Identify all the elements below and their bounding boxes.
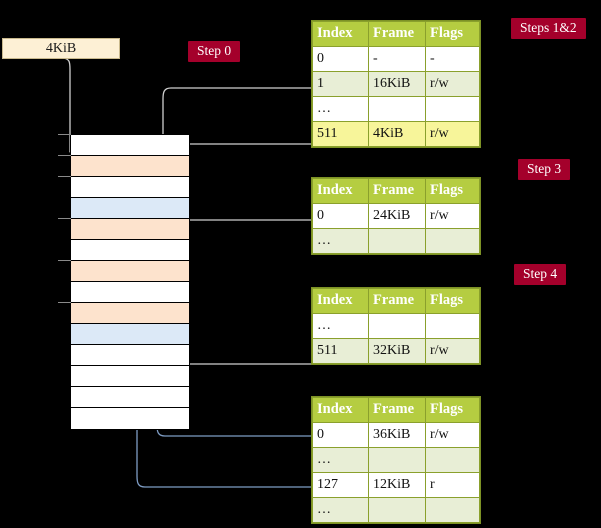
cell-flags — [425, 447, 480, 473]
column-header-index: Index — [312, 288, 369, 314]
cell-flags: r/w — [425, 203, 480, 229]
cell-flags: - — [425, 46, 480, 72]
cell-flags: r/w — [425, 338, 480, 364]
cell-index: … — [312, 96, 369, 122]
step-badge-1-and-2: Steps 1&2 — [511, 18, 586, 39]
cell-frame: 24KiB — [368, 203, 426, 229]
memory-frame-row — [71, 324, 189, 345]
cell-index: … — [312, 447, 369, 473]
memory-frame-row — [71, 282, 189, 303]
column-header-frame: Frame — [368, 397, 426, 423]
cell-index: 511 — [312, 121, 369, 147]
cell-flags — [425, 313, 480, 339]
memory-tick — [58, 155, 71, 156]
cell-frame: 36KiB — [368, 422, 426, 448]
cell-index: 0 — [312, 203, 369, 229]
cell-index: 127 — [312, 472, 369, 498]
cell-frame — [368, 313, 426, 339]
cell-index: … — [312, 313, 369, 339]
step-badge-0: Step 0 — [188, 41, 241, 62]
memory-frame-row — [71, 135, 189, 156]
cell-frame — [368, 96, 426, 122]
column-header-index: Index — [312, 21, 369, 47]
column-header-index: Index — [312, 397, 369, 423]
column-header-index: Index — [312, 178, 369, 204]
cell-index: 0 — [312, 422, 369, 448]
memory-frame-row — [71, 303, 189, 324]
virtual-address-box: 4KiB — [2, 38, 120, 59]
cell-index: 511 — [312, 338, 369, 364]
memory-tick — [58, 176, 71, 177]
column-header-frame: Frame — [368, 288, 426, 314]
cell-index: … — [312, 228, 369, 254]
memory-tick — [58, 260, 71, 261]
table-row: … — [312, 228, 480, 254]
cell-flags — [425, 96, 480, 122]
cell-frame: 32KiB — [368, 338, 426, 364]
table-row: … — [312, 313, 480, 339]
wire-step0 — [60, 57, 77, 156]
step-badge-3: Step 3 — [518, 159, 571, 180]
cell-frame — [368, 228, 426, 254]
memory-frame-row — [71, 408, 189, 429]
column-header-frame: Frame — [368, 21, 426, 47]
table-row: 0-- — [312, 46, 480, 72]
cell-frame: 4KiB — [368, 121, 426, 147]
memory-frame-row — [71, 177, 189, 198]
physical-memory-column — [70, 134, 190, 430]
memory-tick — [58, 218, 71, 219]
cell-flags — [425, 228, 480, 254]
cell-index: 0 — [312, 46, 369, 72]
cell-index: … — [312, 497, 369, 523]
cell-flags: r — [425, 472, 480, 498]
column-header-flags: Flags — [425, 397, 480, 423]
step-badge-4: Step 4 — [514, 264, 567, 285]
cell-flags: r/w — [425, 71, 480, 97]
memory-frame-row — [71, 198, 189, 219]
cell-frame — [368, 497, 426, 523]
cell-frame: - — [368, 46, 426, 72]
column-header-flags: Flags — [425, 178, 480, 204]
table-row: … — [312, 96, 480, 122]
table-row: … — [312, 447, 480, 473]
column-header-flags: Flags — [425, 21, 480, 47]
cell-flags — [425, 497, 480, 523]
memory-frame-row — [71, 240, 189, 261]
cell-frame — [368, 447, 426, 473]
memory-frame-row — [71, 261, 189, 282]
memory-frame-row — [71, 156, 189, 177]
cell-flags: r/w — [425, 422, 480, 448]
memory-frame-row — [71, 219, 189, 240]
memory-frame-row — [71, 366, 189, 387]
memory-frame-row — [71, 345, 189, 366]
column-header-flags: Flags — [425, 288, 480, 314]
memory-tick — [58, 134, 71, 135]
memory-tick — [58, 302, 71, 303]
cell-index: 1 — [312, 71, 369, 97]
cell-flags: r/w — [425, 121, 480, 147]
cell-frame: 12KiB — [368, 472, 426, 498]
memory-frame-row — [71, 387, 189, 408]
cell-frame: 16KiB — [368, 71, 426, 97]
table-row: … — [312, 497, 480, 523]
column-header-frame: Frame — [368, 178, 426, 204]
